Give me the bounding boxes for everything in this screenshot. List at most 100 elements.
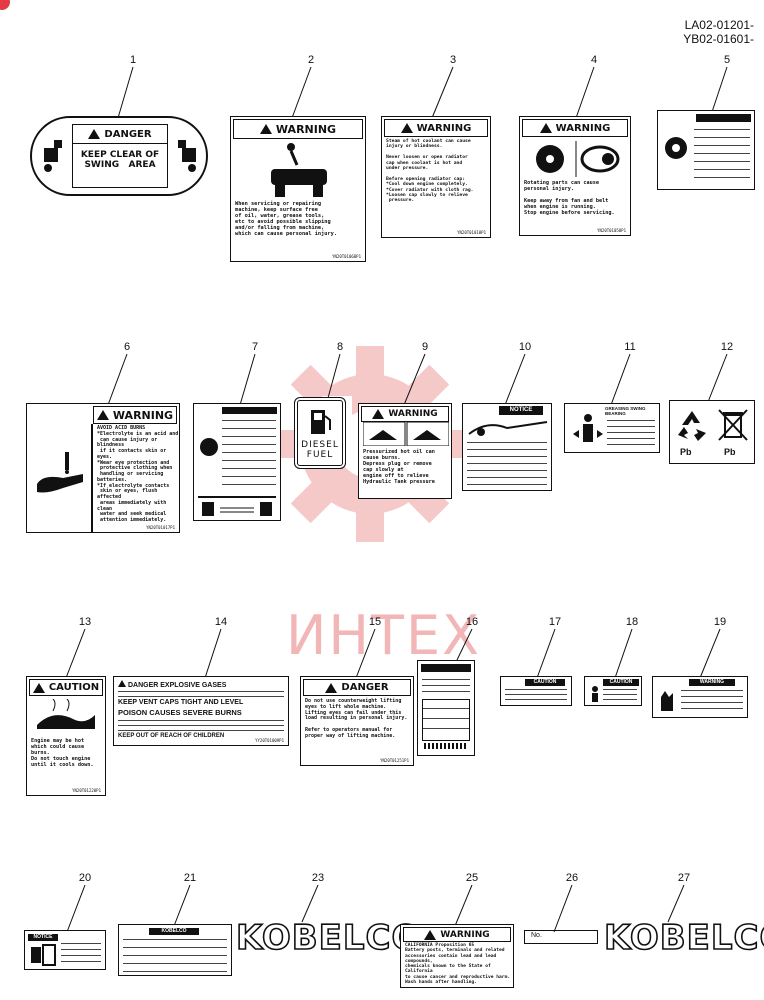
hazard-pictogram-icon — [200, 438, 218, 456]
callout-16: 16 — [465, 616, 479, 628]
callout-21: 21 — [183, 872, 197, 884]
decal-21-nameplate: KOBELCO — [118, 924, 232, 976]
decal-18-head: CAUTION — [603, 679, 639, 686]
decal-14-code: YY20T01009P1 — [255, 738, 284, 743]
barcode-icon — [424, 743, 468, 749]
callout-13: 13 — [78, 616, 92, 628]
decal-8-diesel-fuel: DIESEL FUEL — [294, 397, 346, 469]
decal-3-body: Steam of hot coolant can cause injury or… — [386, 139, 474, 204]
decal-4-code: YN20T01050P1 — [597, 228, 626, 233]
decal-10-head: NOTICE — [499, 406, 543, 415]
decal-21-head: KOBELCO — [149, 928, 199, 935]
hazard-pictogram-icon — [665, 137, 687, 159]
decal-10-notice: NOTICE — [462, 403, 552, 491]
decal-3-warning-coolant: WARNING Steam of hot coolant can cause i… — [381, 116, 491, 238]
decal-1-body: KEEP CLEAR OF SWING AREA — [80, 150, 160, 171]
hot-oil-spray-icon — [363, 422, 449, 446]
decal-2-code: YN20T01060P1 — [332, 254, 361, 259]
callout-3: 3 — [449, 54, 457, 66]
callout-9: 9 — [421, 341, 429, 353]
decal-20-notice: NOTICE — [24, 930, 106, 970]
decal-25-body: CALIFORNIA Proposition 65 Battery posts,… — [405, 943, 511, 985]
callout-15: 15 — [368, 616, 382, 628]
notice-pictogram-icon — [31, 944, 56, 966]
decal-2-head: WARNING — [275, 122, 337, 136]
callout-20: 20 — [78, 872, 92, 884]
decal-19-warning: WARNING — [652, 676, 748, 718]
decal-11-greasing: GREASING SWING BEARING — [564, 403, 660, 453]
slipping-person-icon — [271, 143, 327, 197]
decal-6-head: WARNING — [112, 408, 174, 422]
warning-triangle-icon — [539, 123, 552, 133]
crossed-bin-icon — [718, 409, 748, 441]
reference-code-2: YB02-01601- — [683, 32, 754, 46]
callout-2: 2 — [307, 54, 315, 66]
decal-3-code: YN20T01010P1 — [457, 230, 486, 235]
fuel-pump-icon — [311, 410, 331, 434]
warning-triangle-icon — [96, 410, 109, 420]
decal-1-head: DANGER — [104, 128, 152, 140]
decal-19-head: WARNING — [689, 679, 735, 686]
warning-triangle-icon — [32, 682, 45, 693]
rotating-fan-icon — [536, 141, 620, 177]
decal-27-kobelco-logo: KOBELCO — [603, 917, 764, 959]
decal-2-warning-slip: WARNING When servicing or repairing mach… — [230, 116, 366, 262]
corner-badge — [0, 0, 10, 10]
decal-14-line3: POISON CAUSES SEVERE BURNS — [118, 708, 242, 717]
hot-surface-icon — [37, 699, 95, 729]
acid-burn-hand-icon — [37, 452, 83, 493]
callout-6: 6 — [123, 341, 131, 353]
decal-3-head: WARNING — [416, 122, 472, 134]
decal-9-warning-hydraulic: WARNING Pressurized hot oil can cause bu… — [358, 403, 452, 499]
decal-11-head: GREASING SWING BEARING — [605, 406, 646, 416]
decal-16-plate — [417, 660, 475, 756]
callout-4: 4 — [590, 54, 598, 66]
decal-9-head: WARNING — [388, 409, 438, 419]
warning-triangle-icon — [372, 409, 385, 419]
decal-1-danger-swing: DANGER KEEP CLEAR OF SWING AREA — [30, 116, 208, 196]
recycle-icon — [678, 411, 706, 441]
callout-14: 14 — [214, 616, 228, 628]
decal-4-body: Rotating parts can cause personal injury… — [524, 180, 615, 216]
hand-hazard-icon — [661, 691, 673, 711]
warning-triangle-icon — [325, 682, 338, 693]
decal-13-body: Engine may be hot which could cause burn… — [31, 738, 94, 768]
decal-13-code: YN20T01220P1 — [72, 788, 101, 793]
decal-6-code: YN20T01017P1 — [146, 525, 175, 530]
decal-15-danger-lifting: DANGER Do not use counterweight lifting … — [300, 676, 414, 766]
callout-25: 25 — [465, 872, 479, 884]
callout-7: 7 — [251, 341, 259, 353]
callout-5: 5 — [723, 54, 731, 66]
callout-18: 18 — [625, 616, 639, 628]
decal-13-head: CAUTION — [48, 682, 100, 693]
warning-triangle-icon — [424, 929, 437, 940]
decal-20-head: NOTICE — [28, 934, 58, 941]
decal-6-body: AVOID ACID BURNS *Electrolyte is an acid… — [97, 425, 179, 523]
warning-triangle-icon — [118, 680, 126, 687]
decal-6-warning-acid: WARNING AVOID ACID BURNS *Electrolyte is… — [26, 403, 180, 533]
decal-25-warning-prop65: WARNING CALIFORNIA Proposition 65 Batter… — [400, 924, 514, 988]
decal-4-head: WARNING — [555, 122, 611, 134]
decal-5-warning-small — [657, 110, 755, 190]
decal-14-battery-danger: DANGER EXPLOSIVE GASES KEEP VENT CAPS TI… — [113, 676, 289, 746]
callout-26: 26 — [565, 872, 579, 884]
warning-triangle-icon — [88, 129, 101, 139]
swing-machine-icon-right — [178, 140, 196, 172]
warning-triangle-icon — [259, 124, 272, 134]
callout-8: 8 — [336, 341, 344, 353]
decal-23-kobelco-logo: KOBELCO — [235, 917, 422, 959]
callout-10: 10 — [518, 341, 532, 353]
decal-17-caution: CAUTION — [500, 676, 572, 706]
grease-gun-icon — [573, 414, 603, 442]
decal-2-body: When servicing or repairing machine, kee… — [235, 201, 338, 238]
reference-code-1: LA02-01201- — [684, 18, 754, 32]
decal-14-line4: KEEP OUT OF REACH OF CHILDREN — [118, 733, 225, 739]
decal-26-serial-plate: No. — [524, 930, 598, 944]
callout-12: 12 — [720, 341, 734, 353]
decal-12-body-right: Pb — [724, 447, 736, 457]
hydraulic-tank-icon — [468, 421, 548, 436]
callout-17: 17 — [548, 616, 562, 628]
decal-14-line2: KEEP VENT CAPS TIGHT AND LEVEL — [118, 699, 244, 706]
watermark-text: ИНТЕХ — [286, 604, 482, 667]
decal-17-head: CAUTION — [525, 679, 565, 686]
